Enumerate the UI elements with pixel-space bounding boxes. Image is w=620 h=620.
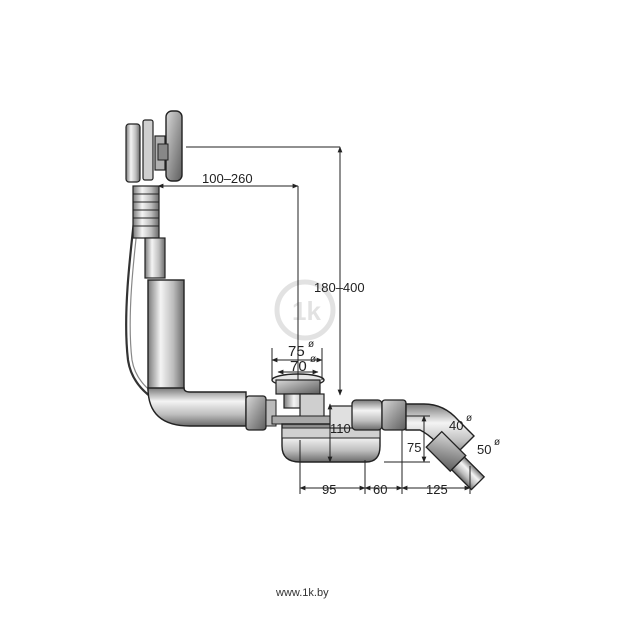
dim-offset-60: 60 <box>373 482 387 497</box>
pipe-union-nut <box>245 395 277 431</box>
watermark-logo: 1k <box>274 279 336 341</box>
waste-plug <box>271 373 331 425</box>
corrugated-hose <box>132 185 166 279</box>
dim-pipe-50: 50 <box>477 442 491 457</box>
dim-outer-diameter: 75 <box>288 343 305 360</box>
svg-text:1k: 1k <box>292 296 321 326</box>
dim-pipe-40-symbol: ø <box>466 413 472 424</box>
dim-outer-diameter-symbol: ø <box>308 339 314 350</box>
dim-offset-125: 125 <box>426 482 448 497</box>
overflow-control-head <box>125 110 183 183</box>
footer-url: www.1k.by <box>275 587 329 599</box>
dim-outlet-height: 75 <box>407 440 421 455</box>
dim-offset-95: 95 <box>322 482 336 497</box>
dim-pipe-50-symbol: ø <box>494 437 500 448</box>
dim-inner-diameter-symbol: ø <box>310 354 316 365</box>
dim-inner-diameter: 70 <box>290 358 307 375</box>
dim-pipe-40: 40 <box>449 418 463 433</box>
dim-trap-height: 110 <box>330 421 351 436</box>
dimension-lines <box>157 146 471 494</box>
overflow-pipe <box>147 279 247 427</box>
dim-horizontal-reach: 100–260 <box>202 171 253 186</box>
dim-vertical-reach: 180–400 <box>314 280 365 295</box>
